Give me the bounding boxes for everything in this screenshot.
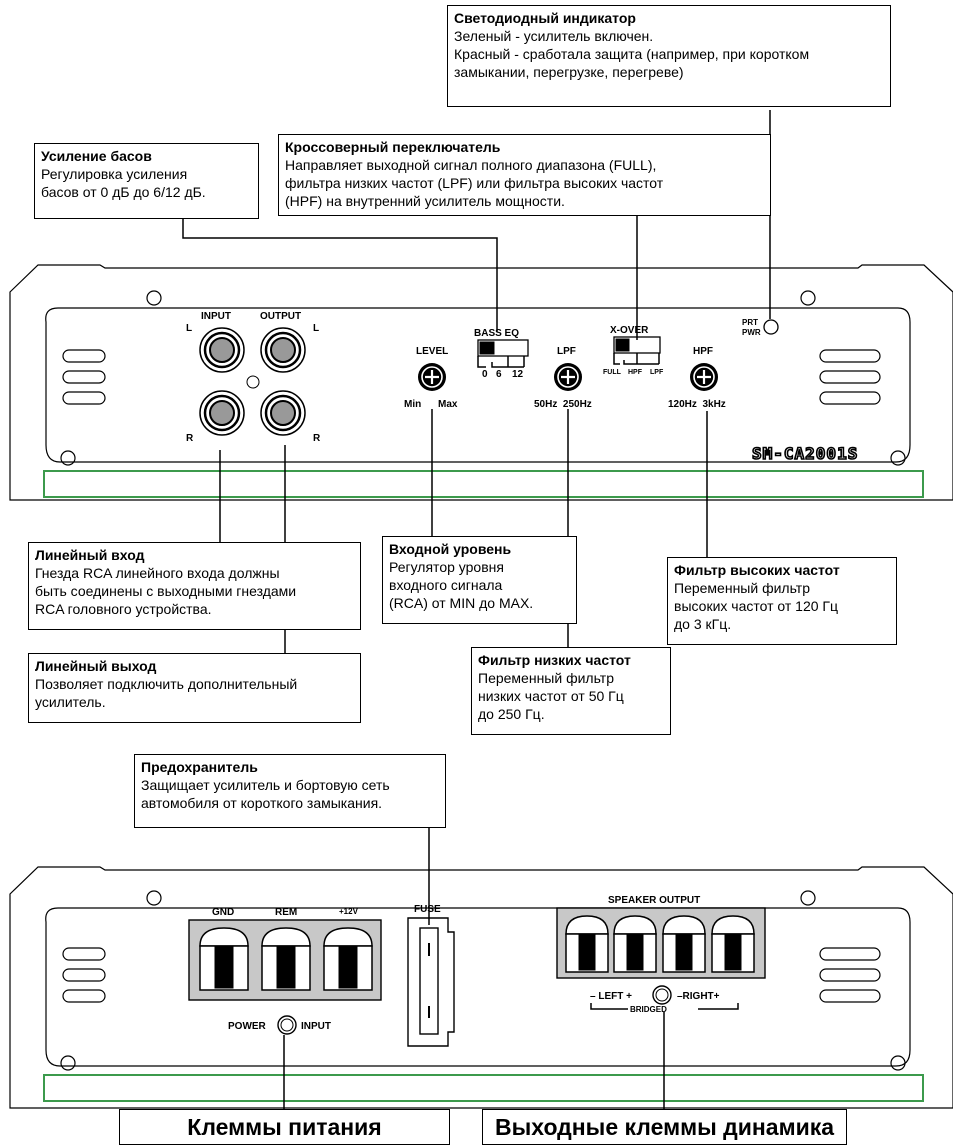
lpf-range-label: 50Hz 250Hz xyxy=(534,399,592,410)
power-label: POWER xyxy=(228,1021,267,1032)
xover-label: X-OVER xyxy=(610,325,649,336)
bridged-bracket xyxy=(590,1003,739,1010)
fuse-label: FUSE xyxy=(414,904,441,915)
r-label-right: R xyxy=(313,433,321,444)
rear-panel-green-strip xyxy=(43,1074,924,1102)
led-callout-title: Светодиодный индикатор xyxy=(454,10,636,26)
lpf-callout-body: Переменный фильтр низких частот от 50 Гц… xyxy=(478,670,624,722)
power-terminal-block xyxy=(188,919,382,1001)
hpf-range-label: 120Hz 3kHz xyxy=(668,399,726,410)
bass-callout: Усиление басов Регулировка усиления басо… xyxy=(34,143,259,219)
pwr-label: PWR xyxy=(742,328,761,337)
input-label: INPUT xyxy=(201,311,231,322)
lpf-label: LPF xyxy=(557,346,576,357)
hpf-callout: Фильтр высоких частот Переменный фильтр … xyxy=(667,557,897,645)
fuse-callout-body: Защищает усилитель и бортовую сеть автом… xyxy=(141,777,390,811)
bass-0-label: 0 xyxy=(482,369,488,380)
speaker-terminal-block xyxy=(556,907,766,979)
rca-center-led xyxy=(246,375,260,389)
output-label: OUTPUT xyxy=(260,311,301,322)
right-label: –RIGHT+ xyxy=(677,991,720,1002)
line-in-callout-body: Гнезда RCA линейного входа должны быть с… xyxy=(35,565,297,617)
gnd-label: GND xyxy=(212,907,234,918)
level-min-label: Min xyxy=(404,399,421,410)
left-label: – LEFT + xyxy=(590,991,632,1002)
level-knob xyxy=(418,363,446,391)
level-callout-title: Входной уровень xyxy=(389,541,512,557)
line-in-callout-title: Линейный вход xyxy=(35,547,145,563)
bass-6-label: 6 xyxy=(496,369,502,380)
hpf-knob xyxy=(690,363,718,391)
fuse-callout-title: Предохранитель xyxy=(141,759,258,775)
power-input-label: INPUT xyxy=(301,1021,331,1032)
rca-input-r-jack xyxy=(199,390,245,436)
l-label-left: L xyxy=(186,323,192,334)
v12-label: +12V xyxy=(339,907,359,916)
bridged-label: BRIDGED xyxy=(630,1005,667,1014)
bass-12-label: 12 xyxy=(512,369,524,380)
front-panel-green-strip xyxy=(43,470,924,498)
line-out-callout: Линейный выход Позволяет подключить допо… xyxy=(28,653,361,723)
front-panel xyxy=(9,264,953,501)
bass-eq-label: BASS EQ xyxy=(474,328,519,339)
crossover-callout-body: Направляет выходной сигнал полного диапа… xyxy=(285,157,664,209)
line-out-callout-body: Позволяет подключить дополнительный усил… xyxy=(35,676,298,710)
lpf-callout-title: Фильтр низких частот xyxy=(478,652,631,668)
bass-callout-title: Усиление басов xyxy=(41,148,152,164)
crossover-callout: Кроссоверный переключатель Направляет вы… xyxy=(278,134,771,216)
level-label: LEVEL xyxy=(416,346,448,357)
rca-output-l-jack xyxy=(260,327,306,373)
speaker-terminals-callout: Выходные клеммы динамика xyxy=(482,1109,847,1145)
rem-label: REM xyxy=(275,907,297,918)
hpf-callout-title: Фильтр высоких частот xyxy=(674,562,840,578)
prt-label: PRT xyxy=(742,318,758,327)
prt-pwr-led xyxy=(763,319,779,335)
hpf-callout-body: Переменный фильтр высоких частот от 120 … xyxy=(674,580,839,632)
xo-lpf-label: LPF xyxy=(650,369,664,376)
xover-switch xyxy=(613,336,661,365)
speaker-output-label: SPEAKER OUTPUT xyxy=(608,895,700,906)
bass-callout-body: Регулировка усиления басов от 0 дБ до 6/… xyxy=(41,166,206,200)
lpf-knob xyxy=(554,363,582,391)
l-label-right: L xyxy=(313,323,319,334)
model-name: SM-CA2001S xyxy=(752,444,858,463)
fuse-holder xyxy=(407,917,455,1047)
rca-output-r-jack xyxy=(260,390,306,436)
rca-input-l-jack xyxy=(199,327,245,373)
lpf-callout: Фильтр низких частот Переменный фильтр н… xyxy=(471,647,671,735)
power-terminals-callout: Клеммы питания xyxy=(119,1109,450,1145)
r-label-left: R xyxy=(186,433,194,444)
fuse-callout: Предохранитель Защищает усилитель и борт… xyxy=(134,754,446,828)
rear-panel xyxy=(9,866,953,1109)
level-callout: Входной уровень Регулятор уровня входног… xyxy=(382,536,577,624)
crossover-callout-title: Кроссоверный переключатель xyxy=(285,139,501,155)
bass-eq-switch xyxy=(477,339,529,368)
xo-hpf-label: HPF xyxy=(628,369,643,376)
hpf-label: HPF xyxy=(693,346,713,357)
led-callout: Светодиодный индикатор Зеленый - усилите… xyxy=(447,5,891,107)
level-callout-body: Регулятор уровня входного сигнала (RCA) … xyxy=(389,559,534,611)
led-callout-body: Зеленый - усилитель включен. Красный - с… xyxy=(454,28,810,80)
line-in-callout: Линейный вход Гнезда RCA линейного входа… xyxy=(28,542,361,630)
line-out-callout-title: Линейный выход xyxy=(35,658,157,674)
level-max-label: Max xyxy=(438,399,458,410)
xo-full-label: FULL xyxy=(603,369,622,376)
